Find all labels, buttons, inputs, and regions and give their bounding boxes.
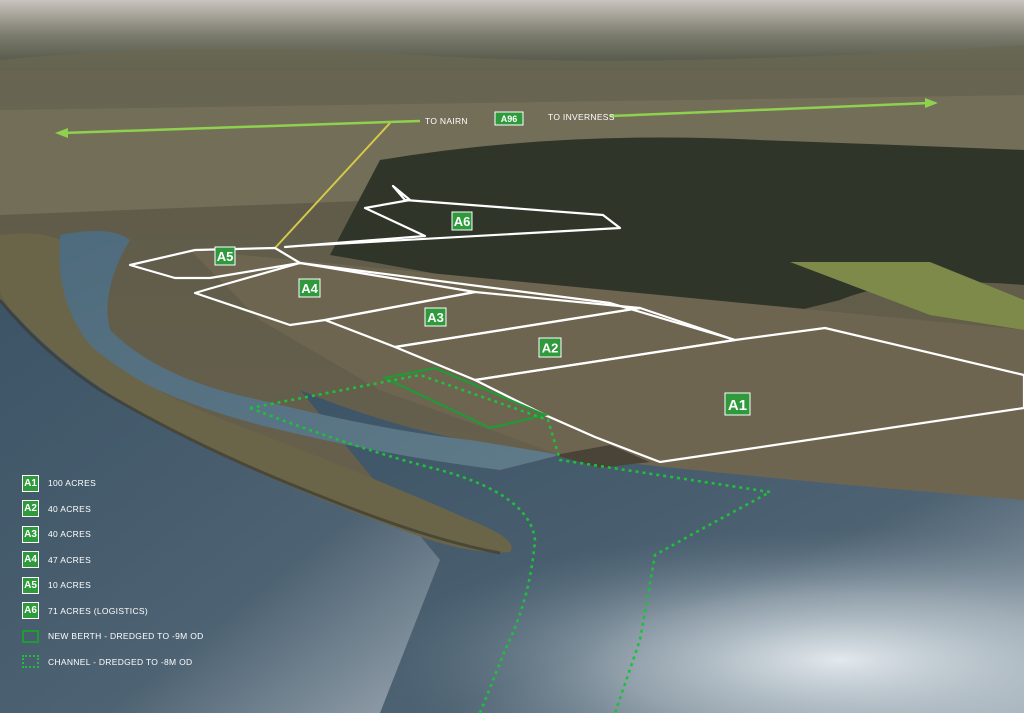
legend-item-a3: A3 40 ACRES (22, 525, 262, 543)
plot-outline-a6 (283, 184, 622, 249)
plot-label-a6: A6 (451, 211, 473, 231)
plot-label-a3: A3 (424, 307, 447, 327)
plot-badge-text-a5: A5 (217, 249, 234, 264)
legend-text-a1: 100 ACRES (48, 478, 97, 488)
a96-badge (494, 111, 524, 126)
plot-badge-a2 (538, 337, 562, 358)
sun-glare (0, 420, 1024, 713)
legend-item-channel: CHANNEL - DREDGED TO -8M OD (22, 653, 262, 671)
access-road-connector (274, 122, 391, 249)
plot-badge-a6 (451, 211, 473, 231)
legend-text-a5: 10 ACRES (48, 580, 92, 590)
map-legend: A1 100 ACRES A2 40 ACRES A3 40 ACRES A4 … (22, 474, 262, 678)
distant-fields (0, 45, 1024, 110)
legend-badge-a6: A6 (22, 602, 39, 619)
legend-badge-a2: A2 (22, 500, 39, 517)
plot-badge-text-a4: A4 (301, 281, 318, 296)
legend-text-a2: 40 ACRES (48, 503, 92, 514)
legend-text-a6: 71 ACRES (LOGISTICS) (48, 605, 148, 616)
golf-course-area (790, 262, 1024, 330)
legend-text-new-berth: NEW BERTH - DREDGED TO -9M OD (48, 631, 204, 641)
road-line-east (609, 101, 931, 118)
plot-boundary-north (299, 261, 736, 342)
legend-badge-a5: A5 (22, 576, 39, 594)
arrow-left-icon (55, 128, 68, 138)
legend-item-a6: A6 71 ACRES (LOGISTICS) (22, 602, 262, 620)
lagoon (59, 231, 561, 470)
plot-outline-a1 (473, 326, 1024, 464)
plot-label-a4: A4 (298, 278, 321, 298)
plot-badge-text-a2: A2 (542, 341, 559, 356)
legend-item-a4: A4 47 ACRES (22, 551, 262, 569)
legend-text-a4: 47 ACRES (48, 554, 92, 565)
sand-spit (0, 233, 512, 553)
legend-item-a2: A2 40 ACRES (22, 500, 262, 518)
quay-structure (555, 445, 650, 468)
a96-road-line: TO NAIRN A96 TO INVERNESS (55, 98, 938, 138)
channel-outline-west (249, 406, 537, 713)
legend-item-new-berth: NEW BERTH - DREDGED TO -9M OD (22, 627, 262, 645)
legend-badge-a4: A4 (22, 551, 39, 568)
legend-text-channel: CHANNEL - DREDGED TO -8M OD (48, 656, 193, 667)
legend-badge-a3: A3 (22, 525, 39, 543)
road-line-west (61, 119, 421, 135)
plot-badge-a1 (724, 392, 751, 416)
legend-badge-a1: A1 (22, 474, 39, 492)
plot-label-a5: A5 (214, 246, 236, 266)
spit-shoreline (0, 299, 501, 555)
legend-item-a1: A1 100 ACRES (22, 474, 262, 492)
dotted-line-swatch-icon (22, 655, 39, 668)
plot-badge-text-a1: A1 (728, 397, 747, 414)
plot-badge-a4 (298, 278, 321, 298)
plot-badge-a5 (214, 246, 236, 266)
solid-line-swatch-icon (22, 629, 39, 643)
plot-outlines (128, 184, 1024, 464)
legend-text-a3: 40 ACRES (48, 529, 92, 539)
plot-badge-text-a3: A3 (427, 310, 444, 325)
arrow-right-icon (925, 98, 938, 108)
plot-badge-text-a6: A6 (454, 214, 471, 229)
road-label-nairn: TO NAIRN (425, 116, 468, 126)
new-berth-outline (381, 366, 549, 430)
road-label-inverness: TO INVERNESS (548, 112, 615, 122)
legend-item-a5: A5 10 ACRES (22, 576, 262, 594)
plot-label-a2: A2 (538, 337, 562, 358)
plot-label-a1: A1 (724, 392, 751, 416)
a96-badge-label: A96 (501, 114, 518, 124)
plot-badge-a3 (424, 307, 447, 327)
channel-outline-east (249, 373, 775, 713)
